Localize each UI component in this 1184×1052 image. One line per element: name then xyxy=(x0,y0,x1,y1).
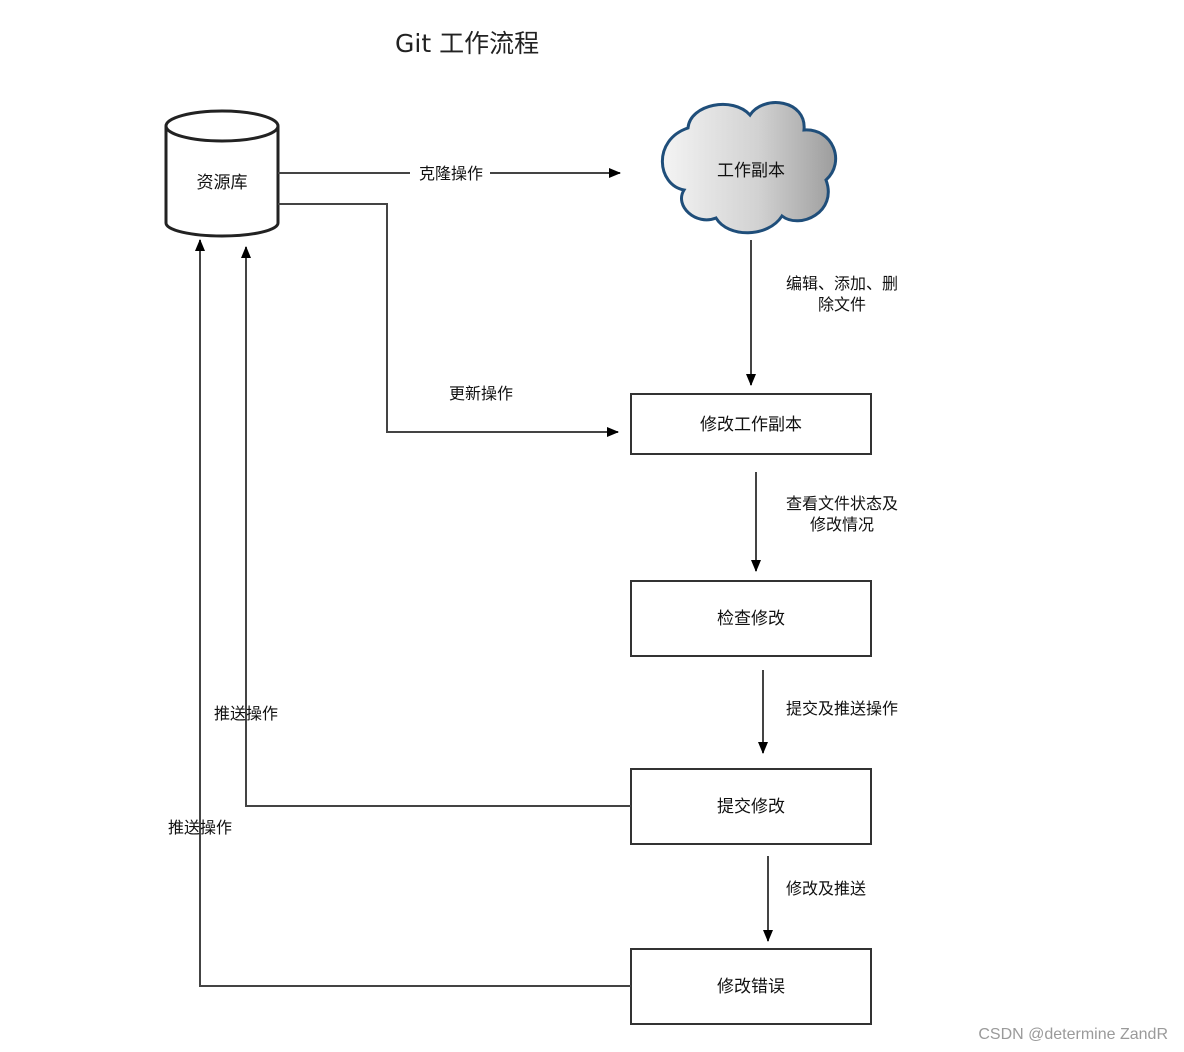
push-outer-edge: 推送操作 xyxy=(168,239,631,987)
clone-label: 克隆操作 xyxy=(419,164,483,183)
modify-working-copy-box: 修改工作副本 xyxy=(630,393,872,455)
modify-push-edge: 修改及推送 xyxy=(763,856,866,942)
working-copy-label: 工作副本 xyxy=(717,161,785,181)
watermark: CSDN @determine ZandR xyxy=(978,1026,1168,1043)
commit-changes-box: 提交修改 xyxy=(630,768,872,845)
review-changes-box: 检查修改 xyxy=(630,580,872,657)
edit-label-line2: 除文件 xyxy=(818,295,866,314)
commit-push-edge: 提交及推送操作 xyxy=(758,670,898,754)
update-label: 更新操作 xyxy=(449,384,513,403)
working-copy-node: 工作副本 xyxy=(661,101,838,235)
commit-changes-label: 提交修改 xyxy=(717,797,785,817)
review-changes-label: 检查修改 xyxy=(717,609,785,629)
fix-errors-box: 修改错误 xyxy=(630,948,872,1025)
push-inner-label: 推送操作 xyxy=(214,704,278,723)
update-edge: 更新操作 xyxy=(278,203,619,437)
push-inner-edge: 推送操作 xyxy=(214,246,631,807)
push-outer-label: 推送操作 xyxy=(168,818,232,837)
status-label-line1: 查看文件状态及 xyxy=(786,494,898,513)
modify-working-copy-label: 修改工作副本 xyxy=(700,415,802,435)
diagram-title: Git 工作流程 xyxy=(395,29,540,58)
status-edge: 查看文件状态及 修改情况 xyxy=(751,472,898,572)
edit-edge: 编辑、添加、删 除文件 xyxy=(746,240,898,386)
commit-push-label: 提交及推送操作 xyxy=(786,699,898,718)
clone-edge: 克隆操作 xyxy=(278,164,621,183)
repository-node: 资源库 xyxy=(164,109,280,238)
repository-label: 资源库 xyxy=(197,173,248,193)
edit-label-line1: 编辑、添加、删 xyxy=(786,274,898,293)
modify-push-label: 修改及推送 xyxy=(786,879,866,898)
fix-errors-label: 修改错误 xyxy=(717,977,785,997)
status-label-line2: 修改情况 xyxy=(810,515,874,534)
